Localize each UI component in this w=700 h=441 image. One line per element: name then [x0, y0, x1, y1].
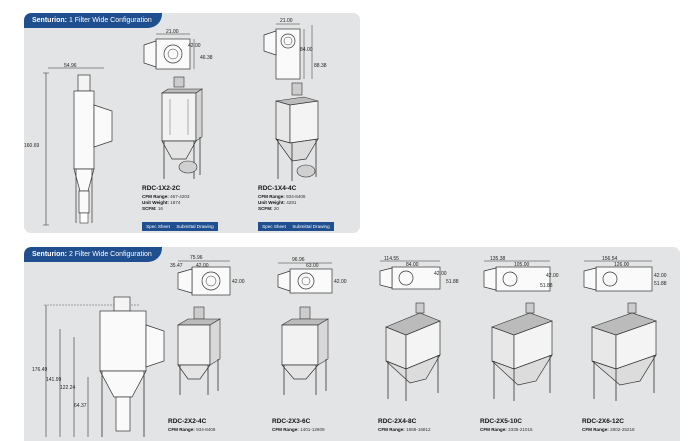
model-specs: CFM Range: 2802-25218	[582, 427, 635, 432]
dim-top-2: 84.00	[406, 262, 419, 268]
dim-side-height: 176.49	[32, 367, 48, 373]
model-name: RDC-2X5-10C	[480, 418, 522, 425]
dim-top-1: 75.96	[190, 255, 203, 261]
model-name: RDC-2X4-8C	[378, 418, 417, 425]
model-specs: CFM Range: 2335-21015	[480, 427, 533, 432]
dim-side-width: 54.96	[64, 63, 77, 69]
dim-top-1: 21.00	[280, 18, 293, 24]
panel-1-filter-wide: Senturion: 1 Filter Wide Configuration 5…	[24, 13, 360, 233]
model-specs: CFM Range: 934-8406	[168, 427, 216, 432]
dim-top-3: 42.00	[334, 279, 347, 285]
spec-sheet-button[interactable]: Spec Sheet	[142, 222, 174, 231]
dim-top-3: 42.00	[546, 273, 559, 279]
dim-top-2: 42.00	[188, 43, 201, 49]
dim-top-1: 156.54	[602, 256, 618, 262]
unit-illustration-rdc-2x6-12c	[582, 302, 662, 403]
dim-top-3: 46.38	[200, 55, 213, 61]
side-elevation-view: 54.96 160.69	[24, 63, 128, 233]
side-elevation-view: 176.49 141.99 122.24 64.37	[30, 277, 170, 441]
model-name: RDC-1X4-4C	[258, 185, 297, 192]
unit-illustration-rdc-2x5-10c	[482, 302, 558, 403]
dim-top-1: 114.55	[384, 256, 399, 262]
dim-side-height: 160.69	[24, 143, 40, 149]
dim-top-2: 84.00	[300, 47, 313, 53]
section-header: Senturion: 1 Filter Wide Configuration	[24, 13, 162, 28]
model-specs: CFM Range: 934-8406 Unit Weight: 4281 SC…	[258, 194, 306, 212]
unit-illustration-rdc-2x3-6c	[274, 306, 338, 397]
model-name: RDC-2X3-6C	[272, 418, 311, 425]
model-specs: CFM Range: 467-4203 Unit Weight: 1874 SC…	[142, 194, 190, 212]
top-view-rdc-2x3-6c: 96.96 63.00 42.00	[270, 257, 350, 297]
dim-top-3: 42.00	[654, 273, 667, 279]
dim-top-3: 88.38	[314, 63, 327, 69]
dim-top-4: 51.88	[654, 281, 667, 287]
unit-illustration-rdc-1x4-4c	[262, 82, 332, 183]
top-view-rdc-2x2-4c: 75.96 35.47 42.00 42.00	[170, 255, 250, 297]
spec-sheet-button[interactable]: Spec Sheet	[258, 222, 290, 231]
dim-top-2: 105.00	[514, 262, 530, 268]
section-header: Senturion: 2 Filter Wide Configuration	[24, 247, 162, 262]
dim-top-2: 35.47	[170, 263, 183, 269]
dim-top-1: 21.00	[166, 29, 179, 35]
dim-top-2: 126.00	[614, 262, 630, 268]
unit-illustration-rdc-1x2-2c	[152, 75, 212, 183]
model-name: RDC-1X2-2C	[142, 185, 181, 192]
panel-2-filter-wide: Senturion: 2 Filter Wide Configuration 1…	[24, 247, 680, 441]
model-specs: CFM Range: 1868-16812	[378, 427, 431, 432]
dim-side-height: 141.99	[46, 377, 62, 383]
model-specs: CFM Range: 1401-12609	[272, 427, 325, 432]
top-view-rdc-1x2-2c: 21.00 42.00 46.38	[142, 29, 213, 73]
dim-side-height: 122.24	[60, 385, 76, 391]
dim-top-4: 51.88	[446, 279, 459, 285]
top-view-rdc-2x6-12c: 156.54 126.00 42.00 51.88	[580, 256, 676, 297]
dim-top-1: 135.38	[490, 256, 506, 262]
dim-top-3: 42.00	[434, 271, 447, 277]
unit-illustration-rdc-2x2-4c	[170, 306, 230, 397]
dim-side-height: 64.37	[74, 403, 87, 409]
model-name: RDC-2X2-4C	[168, 418, 207, 425]
top-view-rdc-1x4-4c: 21.00 84.00 88.38	[262, 18, 332, 83]
top-view-rdc-2x5-10c: 135.38 105.00 42.00 51.88	[480, 256, 570, 297]
top-view-rdc-2x4-8c: 114.55 84.00 42.00 51.88	[376, 256, 460, 293]
submittal-drawing-button[interactable]: Submittal Drawing	[288, 222, 334, 231]
dim-top-1: 96.96	[292, 257, 305, 263]
model-name: RDC-2X6-12C	[582, 418, 624, 425]
dim-top-2: 63.00	[306, 263, 319, 269]
dim-top-4: 42.00	[232, 279, 245, 285]
unit-illustration-rdc-2x4-8c	[376, 302, 446, 403]
dim-top-4: 51.88	[540, 283, 553, 289]
dim-top-3: 42.00	[196, 263, 209, 269]
submittal-drawing-button[interactable]: Submittal Drawing	[172, 222, 218, 231]
